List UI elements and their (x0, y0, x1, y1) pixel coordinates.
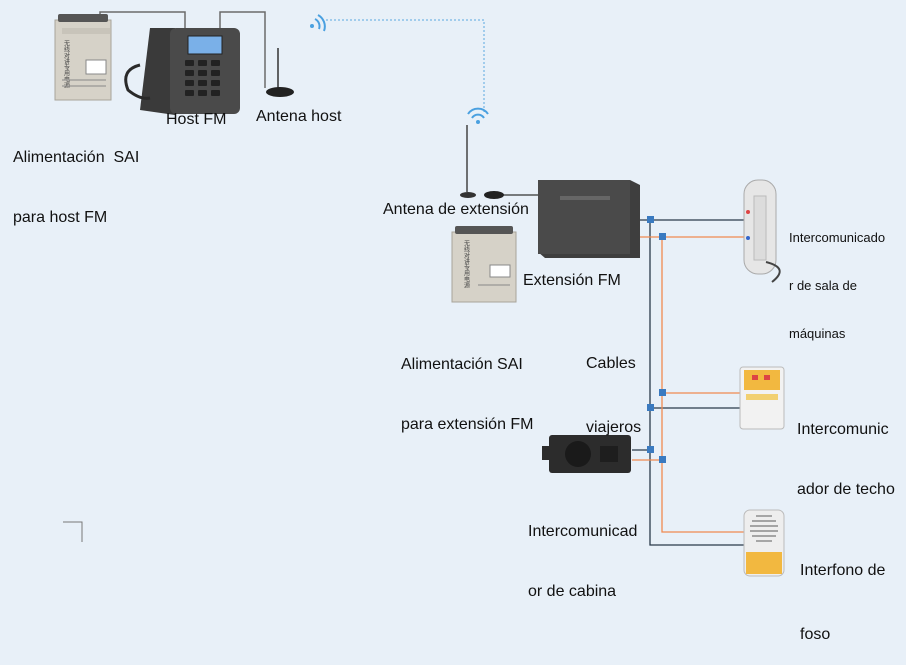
sai-extension-chinese-text: 无线对讲专用电源 (463, 240, 470, 289)
label-extension-fm: Extensión FM (523, 272, 621, 289)
bus-orange (638, 236, 745, 533)
sai-host-chinese-text: 无线对讲专用电源 (63, 40, 70, 89)
bus-dark (638, 219, 745, 546)
wires (99, 11, 748, 546)
car-intercom-device (542, 435, 631, 473)
junction (659, 389, 666, 396)
roof-intercom-device (739, 366, 785, 430)
wireless-link (322, 19, 485, 112)
label-sai-extension: Alimentación SAI para extensión FM (401, 356, 534, 433)
junctions (647, 216, 666, 463)
host-antenna-wire (219, 11, 266, 88)
sai-host-device: 无线对讲专用电源 (54, 14, 112, 101)
wifi-icon (310, 14, 326, 32)
label-cables-viajeros: Cables viajeros (586, 355, 642, 436)
junction (659, 233, 666, 240)
label-intercom-maquinas: Intercomunicado r de sala de máquinas (789, 230, 886, 341)
host-fm-device (124, 28, 240, 115)
junction (659, 456, 666, 463)
sai-extension-device: 无线对讲专用电源 (451, 226, 517, 303)
host-power-wire (99, 11, 186, 28)
label-antena-extension: Antena de extensión (383, 201, 529, 218)
elevator-intercom-diagram: 无线对讲专用电源 (54, 11, 785, 577)
machine-room-intercom-device (743, 179, 781, 283)
extension-antenna-device (460, 125, 504, 199)
host-antenna-device (266, 48, 294, 97)
wifi-icon (467, 107, 489, 124)
junction (647, 404, 654, 411)
junction (647, 216, 654, 223)
label-intercom-techo: Intercomunic ador de techo (797, 421, 895, 498)
pit-interphone-device (743, 509, 785, 577)
junction (647, 446, 654, 453)
corner-mark (63, 521, 83, 542)
label-interfono-foso: Interfono de foso (800, 562, 886, 643)
label-intercom-cabina: Intercomunicad or de cabina (528, 523, 638, 600)
extension-fm-device (538, 180, 640, 258)
label-host-fm: Host FM (166, 111, 227, 128)
label-antena-host: Antena host (256, 108, 342, 125)
label-sai-host: Alimentación SAI para host FM (13, 149, 140, 226)
